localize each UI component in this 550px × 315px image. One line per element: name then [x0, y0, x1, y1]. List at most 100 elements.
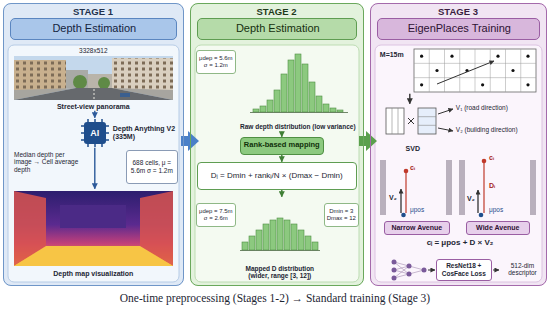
cell-grid-part-part [475, 49, 476, 92]
raw-histogram-part [337, 110, 343, 112]
stage-panel: STAGE 1Depth Estimation3328x512Street-vi… [3, 3, 184, 286]
grid-figure: M=15m [378, 47, 538, 94]
stage-header: Depth Estimation [197, 18, 357, 40]
node-text: Narrow Avenue [386, 224, 448, 232]
stage-backgrounds-part [3, 3, 184, 286]
street-panorama-photo-part [112, 58, 173, 90]
process-box: Rank-based mapping [240, 137, 324, 155]
ai-chip-icon-part-part [87, 119, 89, 122]
raw-histogram-part [295, 54, 301, 112]
cell-grid-part-part [481, 83, 484, 86]
mapped-histogram-part [270, 220, 276, 250]
svd-matrices-part [392, 108, 393, 134]
stage-panel: STAGE 3EigenPlaces TrainingM=15mSVDV₁ (r… [370, 3, 547, 286]
stage-panel: STAGE 2Depth Estimation μdep = 5.6m σ = 1… [190, 3, 364, 286]
node-text: V₂ (building direction) [456, 126, 540, 133]
stage-backgrounds-part [8, 45, 179, 282]
ai-chip-icon-part-part [94, 119, 96, 122]
point-label: cᵢ [410, 164, 415, 172]
network-icon-part [428, 270, 435, 271]
node-text: Dmin = 3 Dmax = 12 [326, 208, 357, 222]
network-icon-part [493, 270, 499, 271]
cell-grid-part-part [496, 55, 499, 58]
narrow-avenue-sketch-part [404, 169, 409, 174]
ai-chip-icon-part-part [106, 132, 109, 134]
node-text: Depth Anything V2 (335M) [113, 125, 179, 141]
network-icon-part [394, 262, 424, 278]
ai-chip-icon-part-part [87, 144, 89, 147]
ai-chip-icon-part-part [81, 139, 84, 141]
stage-backgrounds-part [190, 3, 364, 286]
raw-histogram-part [288, 60, 294, 112]
svd-matrices-part [408, 118, 414, 124]
stats-box: μdep = 5.6m σ = 1.2m [196, 50, 236, 74]
flow-arrow [281, 190, 282, 197]
svd-matrices-part [418, 125, 436, 126]
ai-chip-icon-part-part [101, 119, 103, 122]
node-text: Street-view panorama [12, 103, 175, 111]
node-text: STAGE 2 [191, 7, 362, 18]
street-panorama-photo-part [73, 75, 87, 89]
narrow-avenue-sketch-part [380, 160, 386, 215]
point-label: cᵢ [489, 154, 494, 162]
svd-matrices-part [398, 108, 399, 134]
raw-histogram-part [302, 64, 308, 112]
mapped-histogram-part [256, 230, 262, 250]
model-box: ResNet18 + CosFace Loss [436, 259, 492, 281]
network-icon-part-part [407, 264, 412, 269]
cell-grid-part [414, 49, 536, 92]
stage-header: EigenPlaces Training [377, 18, 540, 40]
wide-avenue-sketch-part [477, 190, 478, 213]
histogram-axis [240, 250, 320, 251]
ai-chip-icon-part-part [81, 125, 84, 127]
stage-backgrounds-part [370, 3, 547, 286]
ai-chip-icon-part-part [106, 139, 109, 141]
flow-arrow [94, 148, 95, 189]
network-icon-part-part [392, 276, 397, 281]
case-label: Narrow Avenue [384, 221, 450, 235]
node-text: μdep = 5.6m σ = 1.2m [198, 55, 234, 69]
raw-histogram-part [309, 82, 315, 112]
raw-histogram-part [330, 108, 336, 112]
narrow-avenue-sketch [380, 160, 452, 217]
depth-map-picture [14, 191, 173, 266]
node-text: 688 cells, μ = 5.6m σ = 1.2m [129, 159, 175, 174]
raw-histogram-part [323, 104, 329, 112]
vector-label: V₂ [389, 194, 397, 202]
depth-map-picture-part [60, 205, 126, 228]
formula-text: cᵢ = μpos + D × V₂ [378, 238, 542, 247]
network-icon-part [392, 260, 427, 281]
street-panorama-photo-part [14, 88, 173, 100]
point-label: μpos [489, 206, 503, 213]
point-label: μpos [410, 206, 424, 213]
wide-avenue-sketch-part [530, 160, 536, 215]
mapped-histogram [242, 218, 318, 250]
stage-arrows [181, 131, 377, 151]
street-panorama-photo [14, 56, 173, 100]
node-text: SVD [386, 145, 440, 153]
network-icon-part-part [407, 272, 412, 277]
caption-text: One-time preprocessing (Stages 1-2) → St… [0, 292, 550, 305]
street-panorama-photo-part [88, 74, 112, 88]
stage-backgrounds-part [375, 45, 542, 282]
panorama-figure: 3328x512Street-view panorama [12, 47, 175, 111]
depth-map-picture-part [14, 246, 173, 266]
node-text: EigenPlaces Training [380, 22, 539, 35]
cell-grid-part-part [429, 49, 430, 92]
street-panorama-photo-part [112, 58, 173, 90]
narrow-avenue-sketch-part [405, 172, 406, 213]
annotation-text: Median depth per image → Cell average de… [14, 151, 80, 173]
cell-grid-part-part [505, 49, 506, 92]
depth-map-picture-part [14, 191, 173, 266]
svd-matrices-part [438, 109, 453, 114]
raw-histogram-part [281, 74, 287, 112]
network-icon-part-part [392, 260, 397, 265]
distance-label: Dᵢ [489, 182, 495, 190]
svd-figure: SVDV₁ (road direction)V₂ (building direc… [382, 104, 540, 154]
vector-label: V₂ [467, 195, 475, 203]
network-icon-part-part [392, 268, 397, 273]
cell-grid-part [414, 49, 536, 92]
svd-matrices [386, 108, 453, 134]
wide-avenue-sketch-part [483, 162, 484, 213]
raw-histogram [253, 54, 343, 112]
